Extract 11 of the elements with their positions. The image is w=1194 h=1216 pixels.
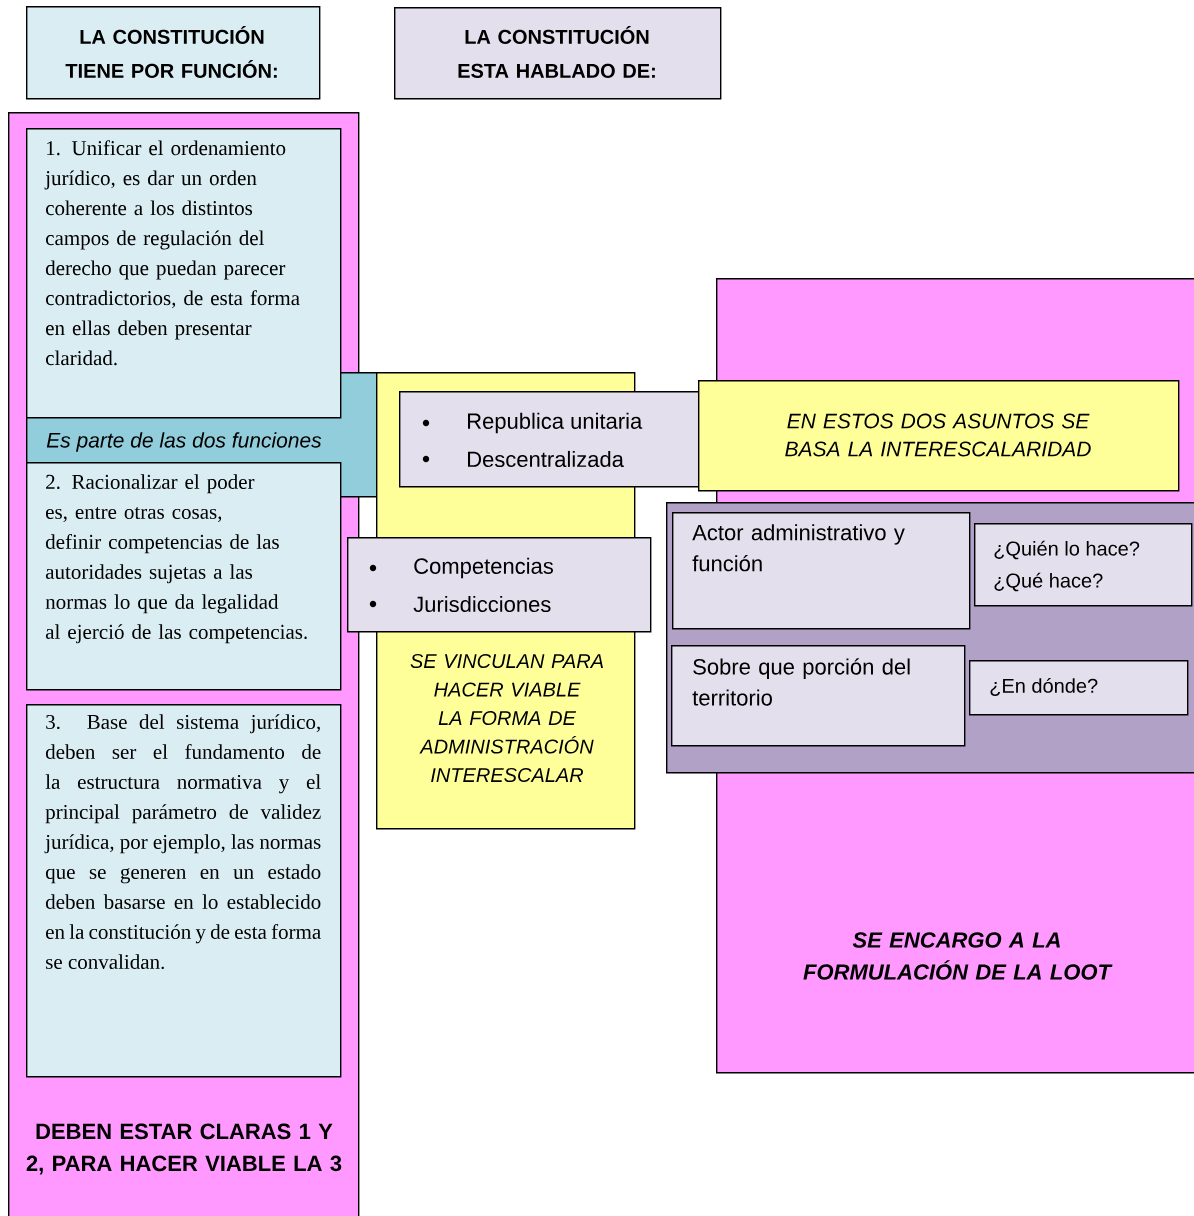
text-box: 2. Racionalizar el poder es, entre otras cosas, definir competencias de las autoridades sujetas a las normas lo que da legalidad al ejerció de las competencias.	[26, 462, 342, 691]
text-box: 3. Base del sistema jurídico, deben ser el fundamento de la estructura normativa y el principal parámetro de validez jurídica, por ejemplo, las normas que se generen en un estado deben basarse en lo establecido en la constitución y de esta forma se convalidan.	[26, 704, 342, 1078]
bullet-list-box: Competencias Jurisdicciones	[347, 537, 652, 633]
bullet-list-box: Republica unitaria Descentralizada	[399, 391, 700, 488]
question-box: ¿Quién lo hace? ¿Qué hace?	[974, 523, 1193, 607]
question-box: ¿En dónde?	[969, 660, 1189, 716]
text-box: 1. Unificar el ordenamiento jurídico, es dar un orden coherente a los distintos campos de regulación del derecho que puedan parecer contradictorios, de esta forma en ellas deben presentar claridad.	[26, 128, 342, 419]
heading-box: LA CONSTITUCIÓN ESTA HABLADO DE:	[394, 7, 722, 100]
heading-box: LA CONSTITUCIÓN TIENE POR FUNCIÓN:	[26, 6, 321, 100]
text-box: Actor administrativo y función	[672, 512, 971, 630]
text-box: Sobre que porción del territorio	[671, 645, 966, 747]
